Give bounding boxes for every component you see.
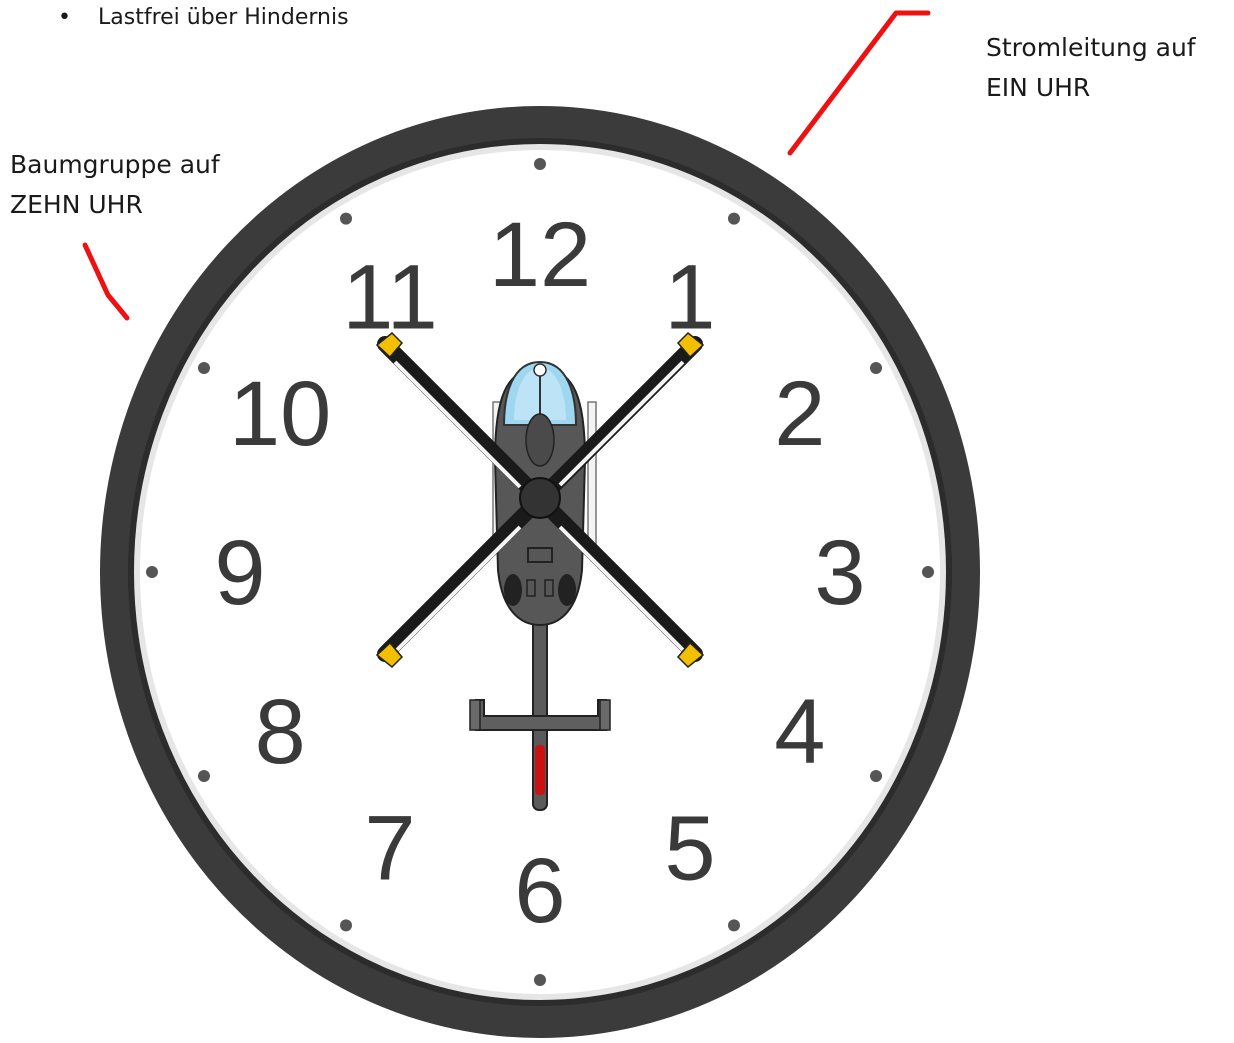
numeral-7: 7 <box>364 797 415 899</box>
numeral-4: 4 <box>774 681 825 783</box>
hour-dot-6 <box>534 974 546 986</box>
hour-dot-11 <box>340 213 352 225</box>
hour-dot-8 <box>198 770 210 782</box>
trees-pointer <box>85 245 127 318</box>
hour-dot-12 <box>534 158 546 170</box>
hour-dot-5 <box>728 919 740 931</box>
hour-dot-7 <box>340 919 352 931</box>
numeral-3: 3 <box>814 522 865 624</box>
numeral-9: 9 <box>214 522 265 624</box>
numeral-1: 1 <box>664 247 715 349</box>
hour-dot-3 <box>922 566 934 578</box>
hour-dot-2 <box>870 362 882 374</box>
numeral-8: 8 <box>255 681 306 783</box>
numeral-10: 10 <box>229 363 331 465</box>
power-line-pointer <box>790 13 928 153</box>
hour-dot-10 <box>198 362 210 374</box>
numeral-12: 12 <box>489 204 591 306</box>
hour-dot-1 <box>728 213 740 225</box>
numeral-6: 6 <box>514 840 565 942</box>
numeral-11: 11 <box>342 247 438 349</box>
hour-dot-4 <box>870 770 882 782</box>
numeral-5: 5 <box>664 797 715 899</box>
hour-dot-9 <box>146 566 158 578</box>
numeral-2: 2 <box>774 363 825 465</box>
